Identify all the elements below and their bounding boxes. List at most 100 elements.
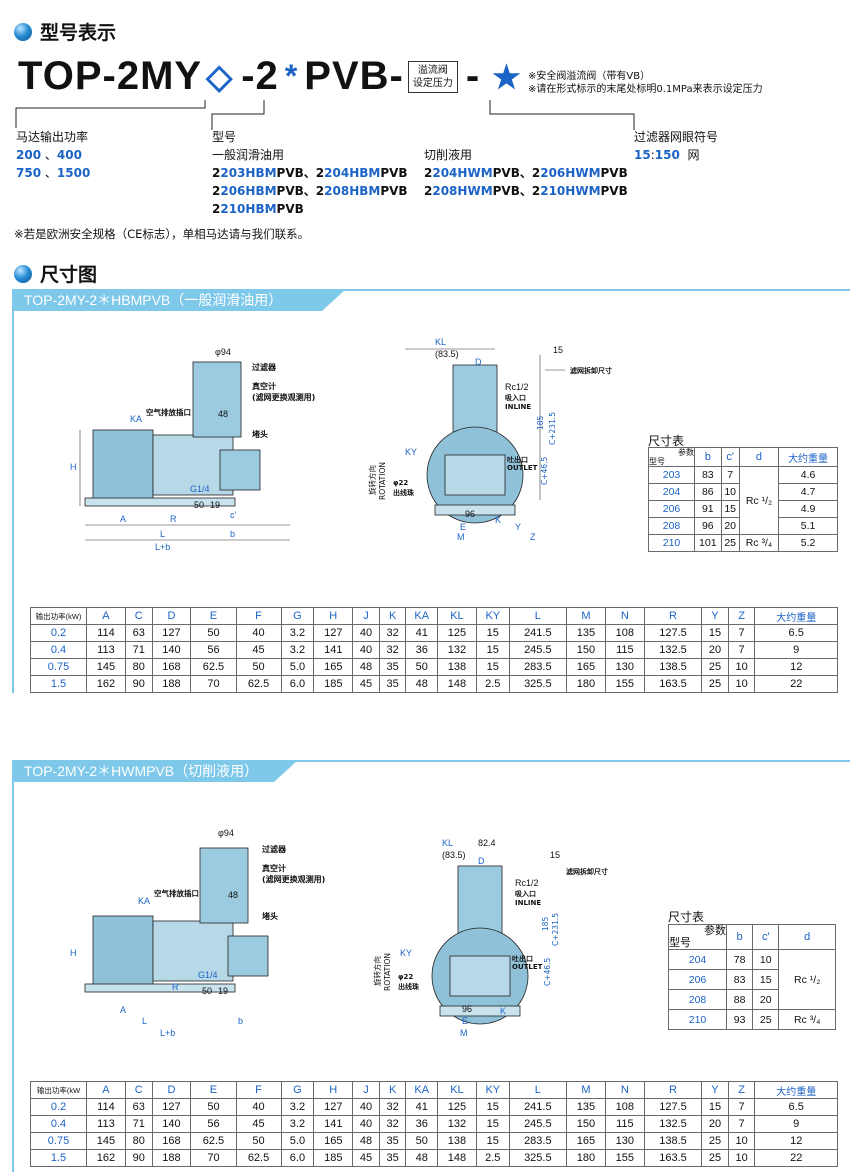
dim-Z: Z [530,532,536,542]
cell: 15 [720,500,740,518]
g1b: PVB、 [276,166,316,180]
dim-cell: 150 [566,641,606,659]
dim-header-cell: 大约重量 [754,1081,838,1099]
bar-tail [322,289,346,311]
general-row-3: 2210HBMPVB [212,202,304,216]
hdr-b: b [694,447,722,467]
dim-header-cell: Y [701,1081,729,1099]
dim-phi94: φ94 [218,828,234,838]
section-title: 尺寸图 [40,264,98,286]
dim-cell: 114 [86,1098,126,1116]
mesh-symbol: 过滤器网眼符号 15:150 网 [634,128,718,164]
dim-cell: 15 [475,624,510,642]
dim-cell: 50 [190,1098,237,1116]
label-inlet-cn: 吸入口 [505,394,526,402]
dim-cell: 180 [566,1149,606,1167]
dim-M: M [457,532,465,542]
dim-cell: 150 [566,1115,606,1133]
side-labels-2: 过滤器 真空计 (滤网更换观测用) 堵头 [262,844,325,922]
dim-cell: 5.0 [280,658,315,676]
c1d: PVB [600,166,628,180]
dim-header-cell: A [86,1081,126,1099]
dim-cell: 6.5 [754,624,838,642]
dim-cell: 70 [190,1149,237,1167]
hdr-d: d [738,447,780,467]
dim-R: R [172,982,179,992]
dim-cell: 127 [313,624,354,642]
g1d: PVB [380,166,408,180]
dim-cell: 127 [151,1098,192,1116]
dim-header-cell: F [235,1081,282,1099]
label-inlet: INLINE [505,403,531,411]
mesh-150: 150 [654,148,680,162]
dim-cell: 127 [313,1098,354,1116]
dim-cell: 45 [352,675,380,693]
dim-A: A [120,1005,126,1015]
dim-KA: KA [138,896,150,906]
dim-cell: 10 [727,1132,756,1150]
hdr-b: b [725,924,754,950]
hdr-model: 型号 [649,457,665,466]
dim-cell: 5.0 [280,1132,315,1150]
dim-header-cell: R [643,1081,703,1099]
cell: 206 [648,500,695,518]
cell: 96 [694,517,722,535]
dim-cell: 145 [86,658,126,676]
cell: 25 [752,1009,780,1030]
dim-cell: 148 [437,675,477,693]
dim-cell: 25 [701,1132,729,1150]
dim-cell: 20 [701,1115,729,1133]
c1b: PVB、 [492,166,532,180]
model-prefix: TOP-2MY [18,54,203,98]
hdr-d: d [778,924,836,950]
dim-cell: 165 [566,658,606,676]
dim-header-cell: L [508,607,568,625]
label-vac: 真空计 [262,864,286,873]
motor-body [92,915,154,987]
dim-cell: 1.5 [30,1149,87,1167]
mesh-sep: : [650,148,655,162]
dim-cell: 40 [352,624,380,642]
dim-header-cell: M [566,1081,606,1099]
box-line2: 设定压力 [412,77,453,89]
cell-d-small: Rc ¹/₂ [738,466,780,535]
dim-header-cell: KY [475,1081,510,1099]
section-title: 型号表示 [40,22,117,44]
dim-header-cell: KL [437,607,477,625]
dim-cprime: c' [230,510,237,520]
front-view-drawing-2: KL 82.4 (83.5) D 15 Rc1/2 96 E M K KY 吸入… [372,838,608,1038]
dim-header-cell: C [124,607,153,625]
block2-frame [12,760,850,1172]
label-rc12: Rc1/2 [505,382,529,392]
dim-header-cell: H [313,1081,354,1099]
dim-header-cell: Y [701,607,729,625]
motor-sep: 、 [44,148,57,162]
cell: 86 [694,483,722,501]
mesh-label: 过滤器网眼符号 [634,130,719,144]
dim-cell: 41 [405,1098,438,1116]
cell: 210 [648,534,695,552]
general-label: 一般润滑油用 [212,148,285,162]
valve-block [219,449,261,491]
dim-cell: 50 [405,658,438,676]
general-row-2: 2206HBMPVB、2208HBMPVB [212,184,408,198]
base-plate [84,497,236,507]
hdr-model: 型号 [669,937,691,949]
dim-cell: 141 [313,641,354,659]
dim-cell: 141 [313,1115,354,1133]
dim-cell: 138.5 [643,658,703,676]
cell: 206 [668,969,727,990]
dim-cell: 127.5 [643,624,703,642]
cutting-row-1: 2204HWMPVB、2206HWMPVB [424,166,628,180]
label-inlet-cn: 吸入口 [515,890,536,898]
dim-cell: 0.4 [30,641,87,659]
dim-header-cell: M [566,607,606,625]
dim-cell: 162 [86,1149,126,1167]
cell: 93 [725,1009,754,1030]
dim-cell: 10 [727,658,756,676]
